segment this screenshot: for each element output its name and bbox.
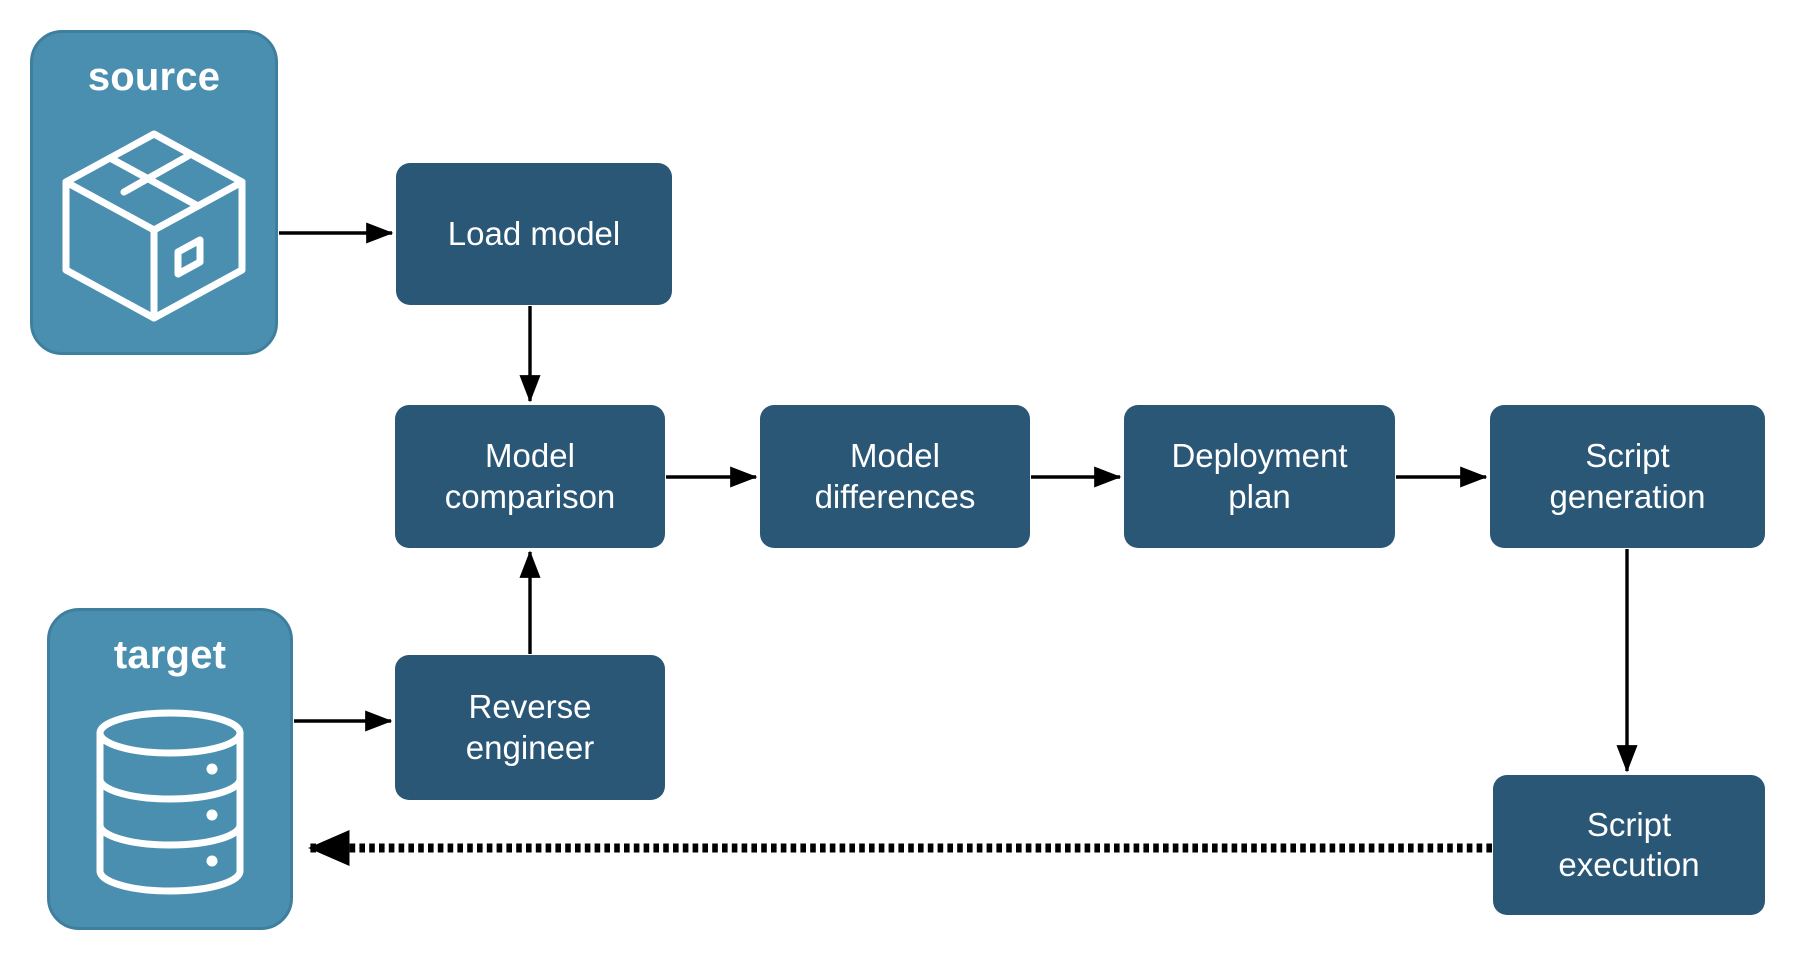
process-script-generation-label: Script generation bbox=[1549, 437, 1706, 515]
process-model-differences[interactable]: Model differences bbox=[760, 405, 1030, 548]
endpoint-source[interactable]: source bbox=[30, 30, 278, 355]
endpoint-target-label: target bbox=[113, 633, 227, 677]
process-reverse-engineer-label: Reverse engineer bbox=[465, 688, 595, 766]
package-box-icon bbox=[33, 99, 275, 352]
endpoint-target[interactable]: target bbox=[47, 608, 293, 930]
process-script-generation[interactable]: Script generation bbox=[1490, 405, 1765, 548]
process-load-model[interactable]: Load model bbox=[396, 163, 672, 305]
process-reverse-engineer[interactable]: Reverse engineer bbox=[395, 655, 665, 800]
process-script-execution-label: Script execution bbox=[1558, 805, 1700, 883]
process-deployment-plan-label: Deployment plan bbox=[1171, 437, 1348, 515]
process-deployment-plan[interactable]: Deployment plan bbox=[1124, 405, 1395, 548]
process-model-comparison[interactable]: Model comparison bbox=[395, 405, 665, 548]
endpoint-source-label: source bbox=[87, 55, 221, 99]
process-load-model-label: Load model bbox=[447, 214, 621, 252]
process-script-execution[interactable]: Script execution bbox=[1493, 775, 1765, 915]
database-cylinder-icon bbox=[50, 677, 290, 927]
process-model-comparison-label: Model comparison bbox=[444, 437, 616, 515]
process-model-differences-label: Model differences bbox=[814, 437, 976, 515]
